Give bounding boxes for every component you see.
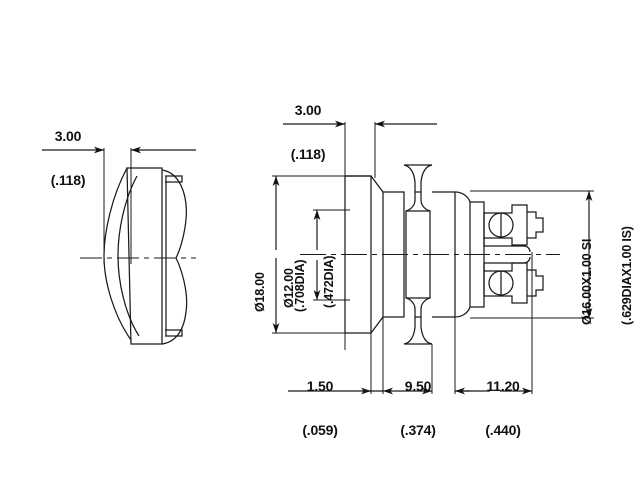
button-height-dimension [283,120,437,178]
cap-thickness-dimension-text: 3.00 (.118) [50,128,86,189]
main-assembly-view [300,164,560,345]
thread-spec-dimension-text: Ø16.00X1.00 SI (.629DIAX1.00 IS) [580,226,634,325]
terminal-screw-lower [483,256,544,304]
plunger-diameter-dimension-text: Ø12.00 (.472DIA) [282,255,336,308]
bezel-thickness-dimension-text: 1.50 (.059) [302,378,338,439]
terminal-screw-upper [483,204,544,253]
cap-top-rim [165,175,183,183]
thread-length-dimension-text: 9.50 (.374) [400,378,436,439]
cap-bottom-rim [165,329,183,337]
plunger-diameter-dimension [313,209,350,301]
button-height-dimension-text: 3.00 (.118) [290,102,326,163]
body-length-dimension-text: 11.20 (.440) [485,378,521,439]
cap-back-face [126,167,163,345]
bezel-diameter-dimension [272,175,348,334]
terminal-upper-body [483,204,528,246]
terminal-upper-tab [484,245,531,253]
bottom-dimension-lines [288,252,533,395]
side-profile-dimension-lines [42,146,196,264]
cap-inner-wall [117,175,140,337]
terminal-lower-screw-head [488,270,514,296]
side-profile-view [80,167,196,345]
terminal-lower-lug [527,269,544,297]
terminal-upper-lug [527,211,544,239]
terminal-upper-screw-head [488,212,514,238]
terminal-lower-tab [484,256,531,264]
terminal-lower-body [483,262,528,304]
